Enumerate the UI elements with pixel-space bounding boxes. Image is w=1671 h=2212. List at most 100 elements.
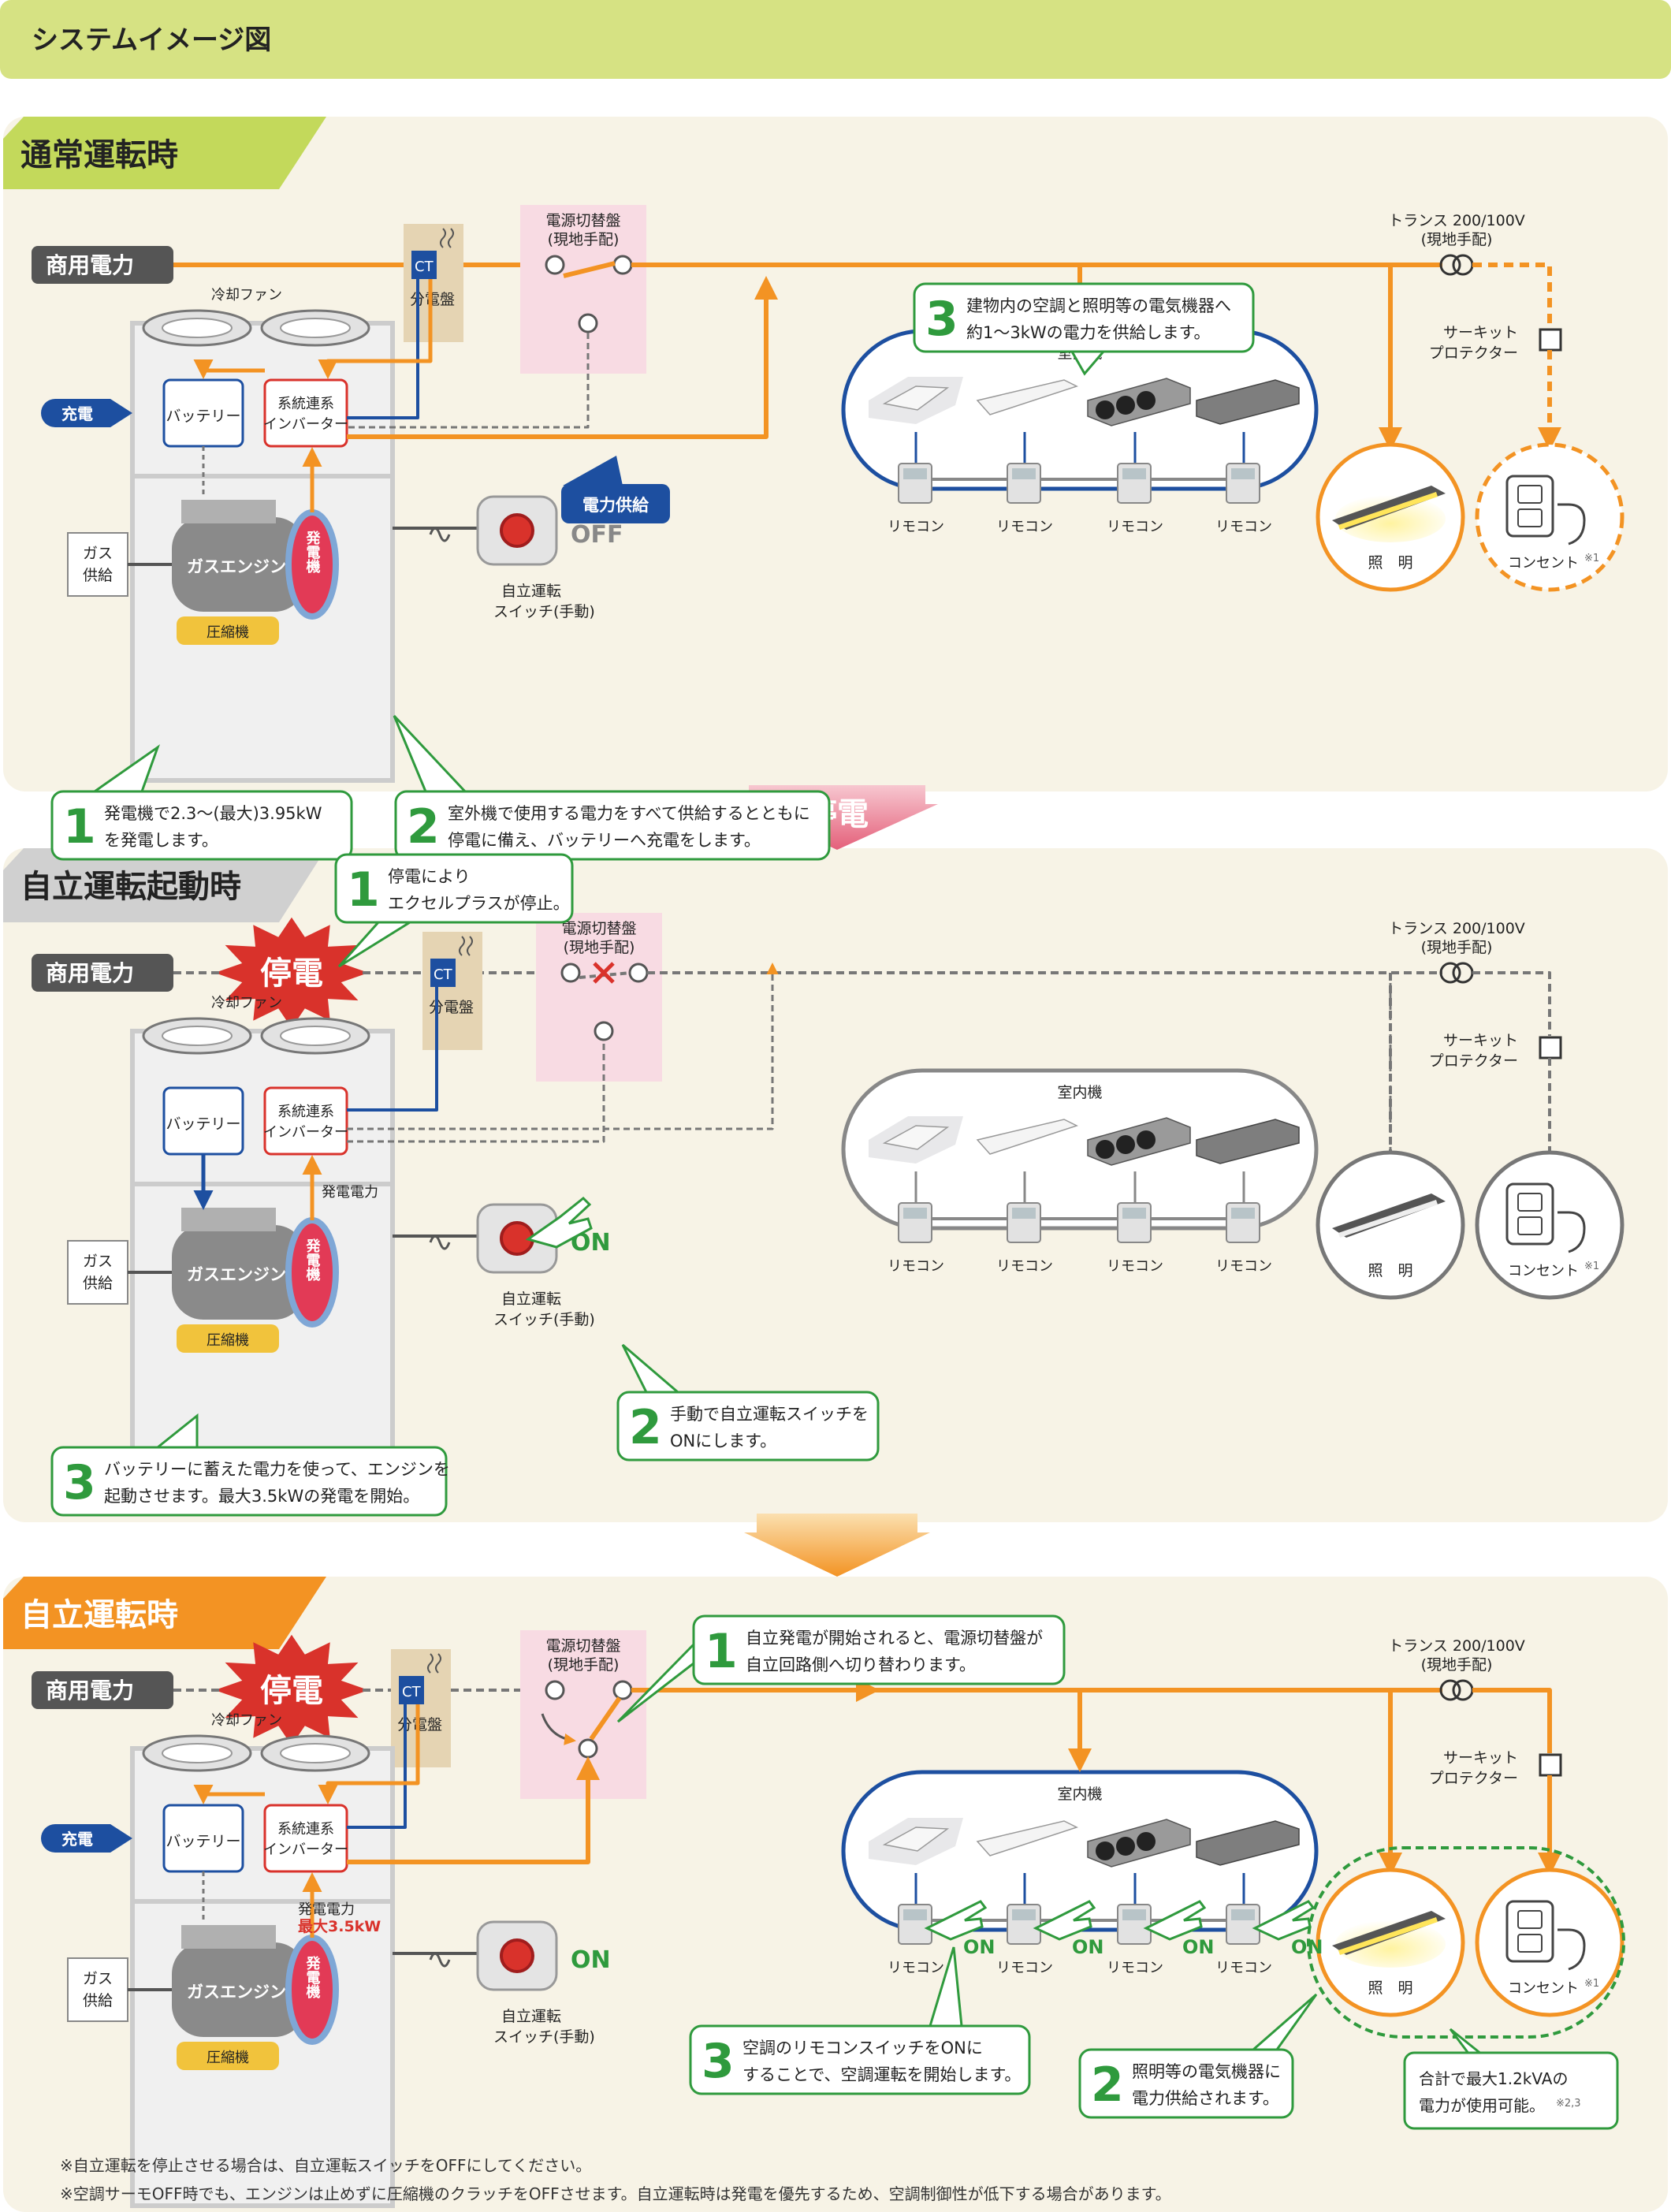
remote-label: リモコン [888, 1258, 944, 1275]
ceiling-unit [976, 379, 1078, 415]
switch-panel-sublabel: (現地手配) [564, 939, 635, 956]
section-2-panel [3, 848, 1668, 1522]
fan-outlet [1137, 1130, 1156, 1149]
indoor-ac-unit [869, 1818, 963, 1865]
cooling-fan-label: 冷却ファン [211, 1712, 282, 1729]
generated-power-label: 発電電力 [298, 1901, 355, 1918]
remote-label: リモコン [996, 1258, 1053, 1275]
indoor-ac-unit [869, 377, 963, 424]
callout-box [689, 2024, 1031, 2095]
cooling-fan-blade [280, 318, 351, 338]
transformer-sublabel: (現地手配) [1421, 231, 1493, 248]
lighting-label: 照 明 [1368, 1979, 1412, 1997]
switch-terminal-commercial [545, 255, 565, 275]
callout-number: 1 [347, 862, 380, 918]
ct-label: CT [434, 966, 453, 983]
ct-box [399, 1676, 424, 1704]
callout-box [334, 853, 574, 924]
lighting-label: 照 明 [1368, 554, 1412, 572]
callout-text-line-2: することで、空調運転を開始します。 [742, 2065, 1021, 2084]
outlet-socket-1 [1517, 1193, 1543, 1212]
inverter-label-2: インバーター [263, 1841, 348, 1858]
generator-label: 発電機 [304, 1955, 322, 1999]
gas-supply-label-1: ガス [83, 1253, 113, 1270]
gas-engine-icon [172, 1942, 306, 2037]
switch-open-mark [593, 962, 615, 984]
inverter-output-line [347, 973, 774, 1130]
outlet-note: ※1 [1584, 553, 1599, 564]
callout-box [692, 1614, 1066, 1685]
callout-text-line-1: 空調のリモコンスイッチをONに [742, 2039, 983, 2057]
circuit-protector [1539, 1753, 1562, 1777]
callout-text-line-1: 手動で自立運転スイッチを [670, 1405, 869, 1424]
fan-outlet [1116, 1837, 1135, 1856]
signal-wave-icon [440, 228, 454, 248]
cooling-fan-label: 冷却ファン [211, 995, 282, 1011]
ceiling-unit [976, 1820, 1078, 1856]
cooling-fan-blade [162, 318, 233, 338]
fan-outlet [1116, 1135, 1135, 1154]
engine-top [181, 500, 276, 523]
remote-on-label: ON [1291, 1936, 1323, 1958]
compressor-icon [177, 2042, 279, 2070]
indoor-ac-unit [1087, 1117, 1191, 1166]
circuit-protector-label-1: サーキット [1443, 324, 1518, 341]
standalone-switch-button [500, 513, 534, 548]
power-switch-panel [536, 913, 662, 1082]
inverter-to-fan [318, 279, 433, 379]
callout-text-line-1: 室外機で使用する電力をすべて供給するとともに [448, 804, 810, 823]
distribution-board [404, 224, 463, 342]
circuit-protector-label-2: プロテクター [1429, 344, 1518, 362]
outlet-socket-2 [1517, 508, 1543, 527]
compressor-label: 圧縮機 [207, 624, 249, 641]
total-note-box [1403, 2051, 1619, 2130]
light-glow [1335, 495, 1446, 542]
commercial-power-label-bg [32, 954, 173, 992]
indoor-ac-unit [1196, 1119, 1300, 1164]
commercial-power-label: 商用電力 [46, 960, 134, 986]
power-switch-panel [520, 205, 646, 374]
light-glow [1335, 1920, 1446, 1968]
transformer-label: トランス 200/100V [1388, 920, 1525, 937]
section-2-tab [3, 848, 326, 922]
switch-panel-label: 電源切替盤 [545, 1637, 620, 1655]
commercial-power-label-bg [32, 246, 173, 284]
ct-signal-line [347, 1704, 407, 1829]
remote-label: リモコン [996, 1960, 1053, 1976]
remote-screen [903, 1208, 927, 1219]
light-tube [1338, 1200, 1438, 1238]
callout-box [616, 1391, 880, 1462]
indoor-ac-unit [869, 1116, 963, 1164]
gas-supply-label-2: 供給 [83, 1992, 113, 2009]
header-title: システムイメージ図 [32, 24, 271, 56]
callout-text-line-2: ONにします。 [670, 1432, 776, 1450]
cooling-fan-blade [162, 1743, 233, 1763]
battery-label: バッテリー [166, 1115, 240, 1133]
inverter-label-2: インバーター [263, 1124, 348, 1141]
signal-wave-icon [459, 936, 473, 956]
ct-signal-line [347, 987, 438, 1112]
switch-terminal-standalone [594, 1021, 614, 1041]
remote-on-label: ON [1182, 1936, 1215, 1958]
engine-top [181, 1208, 276, 1231]
fan-outlet [1096, 1841, 1115, 1860]
indoor-ac-unit [1087, 1819, 1191, 1868]
built-in-unit [1196, 379, 1300, 425]
inverter-to-fan [318, 1704, 420, 1804]
indoor-ac-unit [976, 1119, 1078, 1155]
pressing-hand-icon [924, 1900, 988, 1941]
switch-direction-arrow [541, 1713, 576, 1745]
battery-label: バッテリー [166, 1833, 240, 1850]
charge-label: 充電 [61, 404, 93, 423]
distribution-board-label: 分電盤 [410, 291, 455, 308]
gas-supply-box [67, 1957, 128, 2022]
gas-supply-label-1: ガス [83, 1970, 113, 1987]
callout-text-line-2: 起動させます。最大3.5kWの発電を開始。 [104, 1487, 419, 1506]
cooling-fan-blade [280, 1743, 351, 1763]
blackout-label: 停電 [260, 1673, 323, 1709]
callout-number: 3 [63, 1455, 96, 1510]
callout-text-line-2: を発電します。 [104, 831, 218, 850]
remote-on-label: ON [963, 1936, 996, 1958]
switch-panel-label: 電源切替盤 [561, 920, 636, 937]
switch-state-label: OFF [571, 521, 623, 549]
